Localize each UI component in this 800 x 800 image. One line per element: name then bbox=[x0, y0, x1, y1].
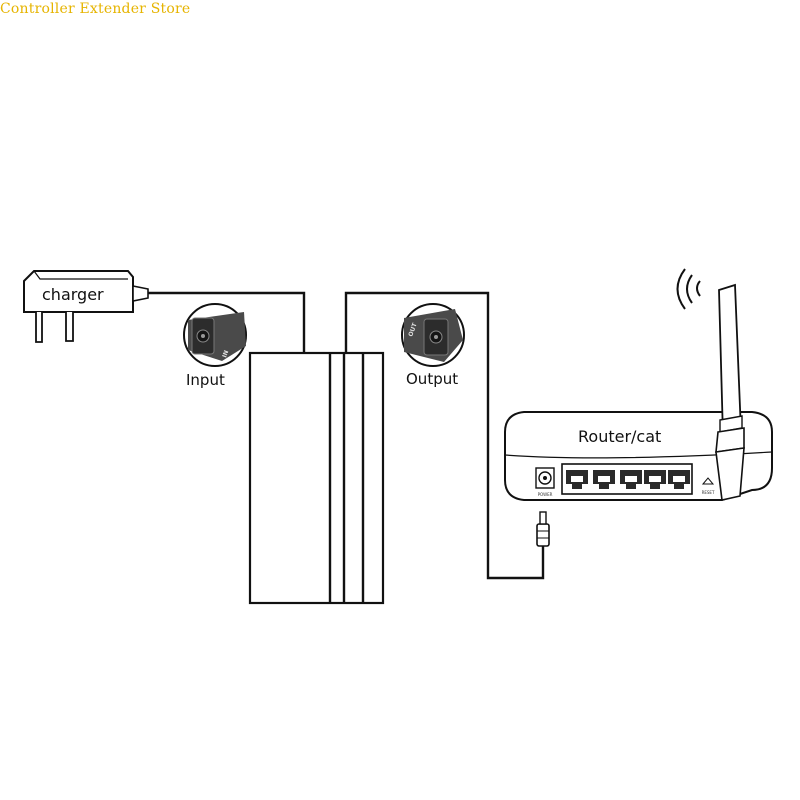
input-label: Input bbox=[186, 371, 225, 389]
svg-text:RESET: RESET bbox=[702, 490, 715, 495]
out-port-mark: OUT bbox=[407, 321, 419, 337]
charger-label: charger bbox=[42, 285, 104, 304]
store-watermark: Controller Extender Store bbox=[0, 1, 191, 17]
dc-plug-icon bbox=[536, 511, 550, 547]
in-port-mark: IN bbox=[221, 349, 230, 358]
router: POWER RESET bbox=[504, 268, 773, 501]
svg-text:POWER: POWER bbox=[538, 492, 553, 497]
antenna-icon bbox=[715, 283, 745, 501]
converter-box bbox=[248, 351, 385, 605]
input-port-closeup: IN bbox=[183, 303, 247, 367]
wifi-waves-icon bbox=[676, 268, 701, 310]
router-label: Router/cat bbox=[578, 427, 662, 446]
output-cable bbox=[344, 291, 545, 580]
output-port-closeup: OUT bbox=[401, 303, 465, 367]
charger bbox=[23, 270, 149, 343]
output-label: Output bbox=[406, 370, 459, 388]
input-cable bbox=[148, 291, 306, 353]
cables bbox=[148, 291, 545, 580]
wall-plug-icon bbox=[35, 312, 74, 343]
